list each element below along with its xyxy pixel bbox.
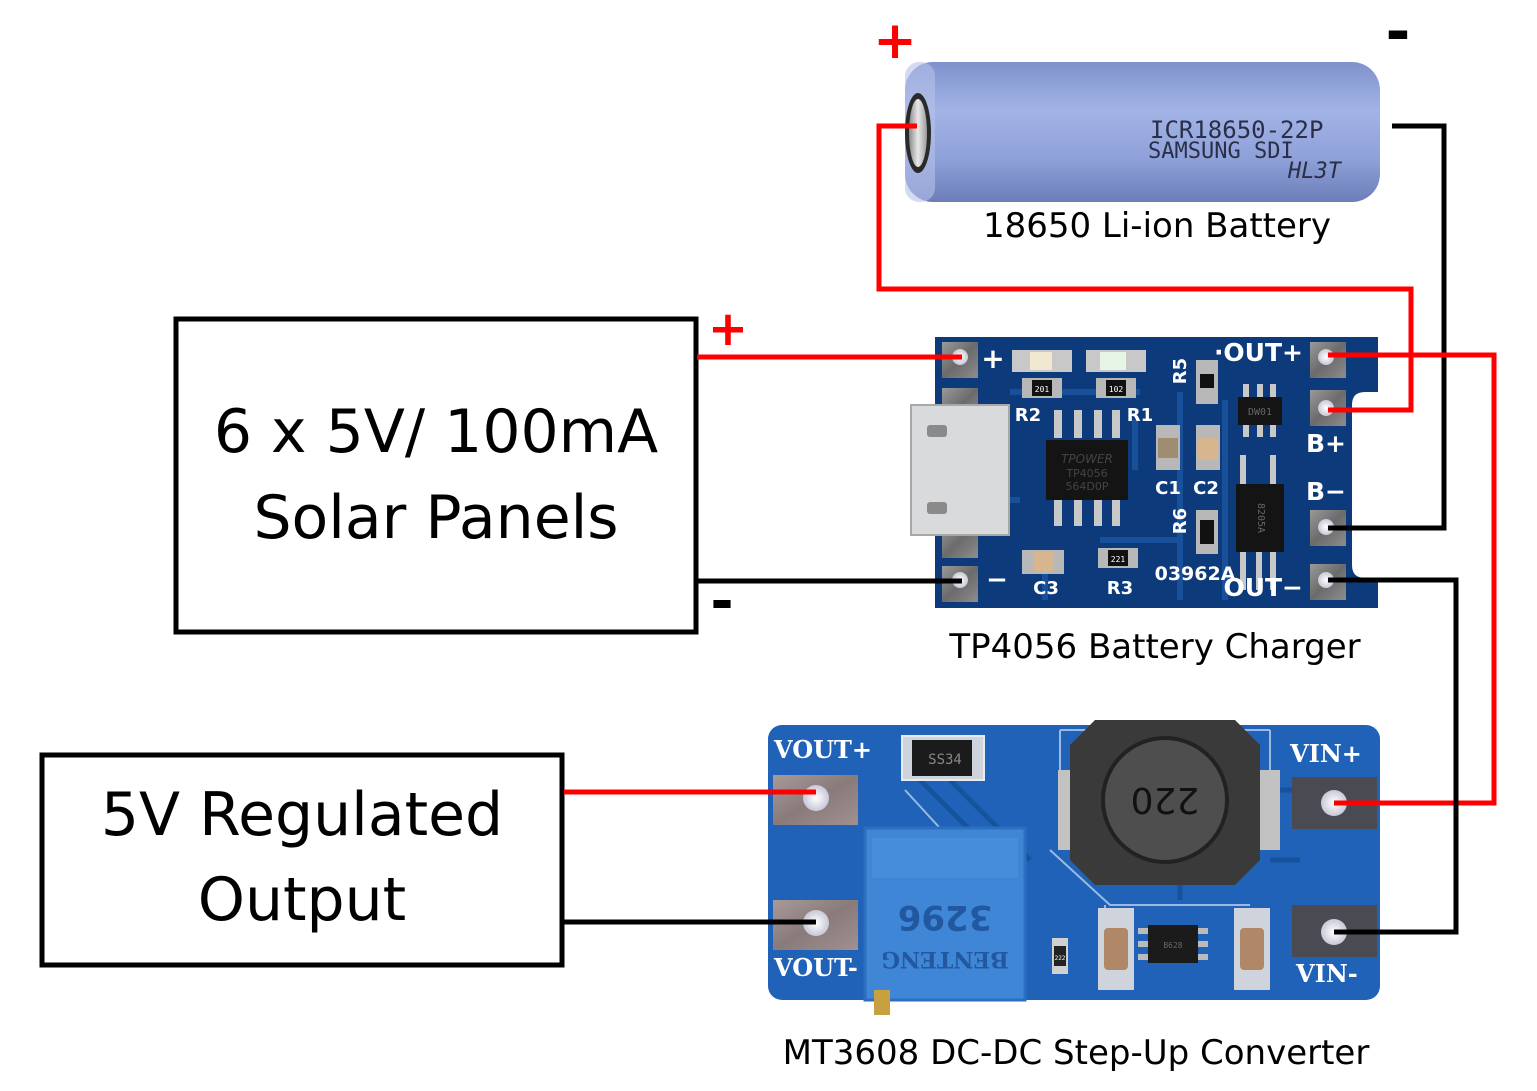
r3-code: 221 <box>1111 555 1126 564</box>
solar-negative-symbol: - <box>710 569 733 634</box>
silk-board-id: 03962A <box>1155 563 1236 585</box>
r1-code: 102 <box>1109 385 1124 394</box>
output-box-line2: Output <box>198 865 406 935</box>
tp4056-label-b-plus: B+ <box>1306 429 1346 458</box>
silk-r1: R1 <box>1127 405 1153 426</box>
regulated-output-box <box>39 752 565 968</box>
tp4056-chip: TPOWER TP4056 564D0P <box>1046 410 1128 526</box>
output-box-line1: 5V Regulated <box>101 780 503 850</box>
chip-brand: TPOWER <box>1061 452 1113 466</box>
battery-print-line3: HL3T <box>1287 159 1343 184</box>
tp4056-board: 201 102 221 TPOWER TP4056 564D0P DW01 <box>910 337 1378 608</box>
mosfet-label: 8205A <box>1255 503 1266 533</box>
silk-r5: R5 <box>1170 358 1191 384</box>
pot-adjust-screw <box>874 990 890 1015</box>
battery-print-line2: SAMSUNG SDI <box>1148 139 1294 164</box>
solar-box-line2: Solar Panels <box>253 483 618 553</box>
mt3608-label-vout-plus: VOUT+ <box>773 735 872 764</box>
battery-negative-symbol: - <box>1386 0 1411 67</box>
mt3608-label-vout-minus: VOUT- <box>773 953 858 982</box>
diode-ss34 <box>912 740 972 776</box>
r2-code: 201 <box>1035 385 1050 394</box>
solar-box-line1: 6 x 5V/ 100mA <box>214 397 658 467</box>
mt3608-board: SS34 220 3296 BENTENG 222 B628 VOUT+ <box>768 720 1380 1015</box>
mt3608-caption: MT3608 DC-DC Step-Up Converter <box>783 1033 1370 1073</box>
wire-battery-positive <box>876 123 1414 413</box>
inductor-label: 220 <box>1131 779 1200 820</box>
silk-r6: R6 <box>1170 508 1191 534</box>
mt3608-ic <box>1148 925 1198 963</box>
mt3608-ic-label: B628 <box>1163 941 1182 950</box>
battery-positive-symbol: + <box>873 11 917 71</box>
mt3608-label-vin-plus: VIN+ <box>1289 739 1362 768</box>
battery-18650: ICR18650-22P SAMSUNG SDI HL3T <box>905 62 1380 202</box>
mt3608-label-vin-minus: VIN- <box>1295 959 1358 988</box>
tp4056-caption: TP4056 Battery Charger <box>948 627 1360 667</box>
chip-model: TP4056 <box>1065 467 1107 480</box>
tp4056-label-in-minus: − <box>986 565 1008 595</box>
battery-caption: 18650 Li-ion Battery <box>983 206 1331 246</box>
protect-ic-label: DW01 <box>1248 407 1272 418</box>
tp4056-label-in-plus: + <box>981 342 1004 375</box>
silk-c3: C3 <box>1033 578 1059 599</box>
wire-battery-negative <box>1328 123 1447 531</box>
diode-label: SS34 <box>928 752 962 768</box>
resistor-222-label: 222 <box>1055 955 1066 962</box>
solar-panels-box <box>173 316 699 635</box>
pot-model-label: 3296 <box>898 897 993 937</box>
battery-body <box>905 62 1380 202</box>
micro-usb-port <box>910 404 1010 536</box>
chip-lot: 564D0P <box>1065 480 1108 493</box>
wire-out-positive-to-vin-positive <box>1328 352 1497 806</box>
wire-out-negative-to-vin-negative <box>1328 577 1459 935</box>
pot-brand-label: BENTENG <box>881 946 1009 972</box>
tp4056-label-out-minus: OUT− <box>1223 573 1303 602</box>
silk-c1: C1 <box>1155 478 1181 499</box>
potentiometer-3296: 3296 BENTENG <box>863 826 1027 1015</box>
silk-r2: R2 <box>1015 405 1041 426</box>
silk-r3: R3 <box>1107 578 1133 599</box>
tp4056-label-out-plus: ·OUT+ <box>1214 338 1303 367</box>
battery-print-line1: ICR18650-22P <box>1150 116 1323 144</box>
inductor-220: 220 <box>1058 720 1280 885</box>
tp4056-label-b-minus: B− <box>1306 477 1346 506</box>
silk-c2: C2 <box>1193 478 1219 499</box>
solar-positive-symbol: + <box>708 301 748 357</box>
